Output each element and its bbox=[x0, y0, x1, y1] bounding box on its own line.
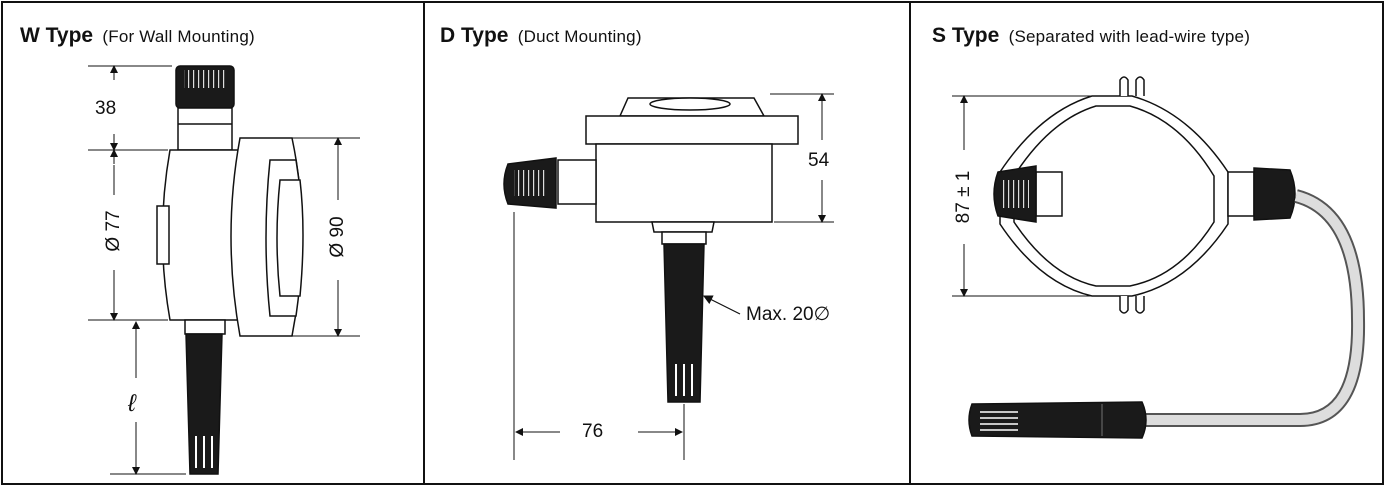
w-type-label: W Type bbox=[20, 24, 94, 47]
d-probe-max-dim: Max. 20∅ bbox=[746, 304, 831, 325]
d-body-height-dim: 54 bbox=[808, 150, 830, 171]
w-type-drawing bbox=[88, 65, 360, 475]
w-probe-length-dim: ℓ bbox=[128, 390, 136, 417]
w-type-title: W Type (For Wall Mounting) bbox=[20, 24, 255, 48]
w-top-height-dim: 38 bbox=[95, 98, 117, 119]
d-type-subtitle: (Duct Mounting) bbox=[517, 27, 642, 46]
d-type-drawing bbox=[503, 93, 834, 460]
w-face-diameter-dim: Ø 90 bbox=[327, 216, 348, 258]
s-type-subtitle: (Separated with lead-wire type) bbox=[1008, 27, 1251, 46]
d-width-dim: 76 bbox=[582, 421, 604, 442]
panel-divider bbox=[909, 1, 911, 485]
d-type-label: D Type bbox=[440, 24, 509, 47]
panel-divider bbox=[423, 1, 425, 485]
s-type-drawing bbox=[952, 76, 1366, 439]
s-type-label: S Type bbox=[932, 24, 1000, 47]
s-body-height-dim: 87 ± 1 bbox=[953, 170, 974, 224]
s-type-title: S Type (Separated with lead-wire type) bbox=[932, 24, 1250, 48]
w-body-diameter-dim: Ø 77 bbox=[103, 210, 124, 252]
w-type-subtitle: (For Wall Mounting) bbox=[102, 27, 255, 46]
d-type-title: D Type (Duct Mounting) bbox=[440, 24, 642, 48]
